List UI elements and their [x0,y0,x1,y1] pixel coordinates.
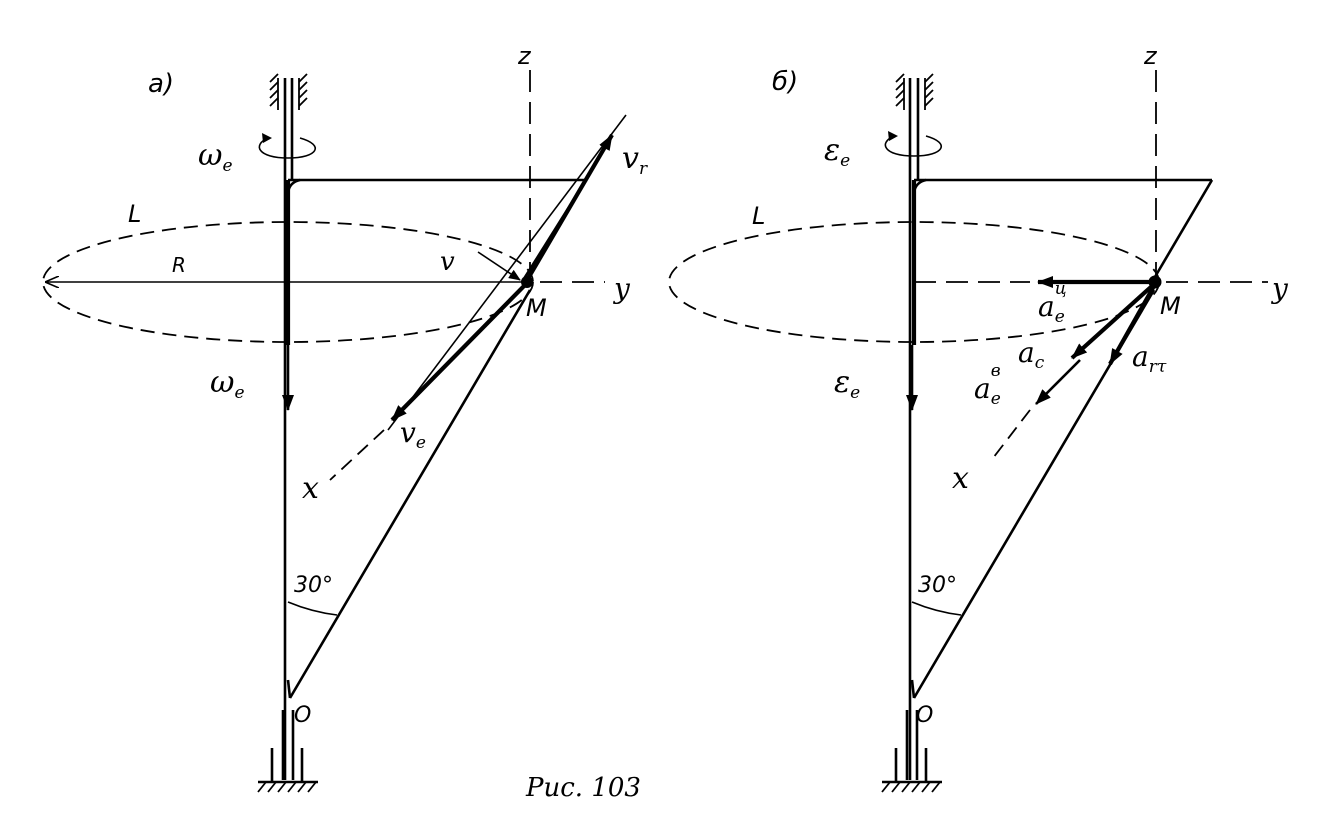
rotation-arrow-a [258,133,316,159]
angle-label-a: 30° [294,573,333,598]
panel-tag-a: а) [148,69,174,99]
x-axis-label-a: x [302,471,319,506]
point-m-label-a: M [526,294,547,322]
x-axis-a [329,429,385,481]
radius-label: R [172,253,186,277]
point-m-b [1148,275,1162,289]
v-vector [477,251,521,281]
tube-a [288,289,532,699]
aec-label: aeц [1038,279,1067,327]
art-label: arτ [1132,340,1167,377]
point-o-label-b: O [916,703,933,728]
bottom-bearing-b [881,710,942,793]
v-label: v [440,247,455,277]
point-o-label-a: O [294,703,311,728]
z-axis-label-b: z [1143,42,1158,70]
angle-label-b: 30° [918,573,957,598]
aev-label: aeв [974,361,1001,409]
angle-arc-b [911,601,962,616]
y-axis-label-b: y [1270,272,1289,305]
rotation-arrow-b [884,131,942,157]
ac-label: ac [1018,336,1045,373]
ve-label: ve [400,416,426,453]
panel-b: б) εe εe L aeц ac aeв arτ x y z M O 30° [668,42,1289,793]
z-axis-label-a: z [517,42,532,70]
angle-arc-a [287,601,338,616]
y-axis-label-a: y [612,272,631,305]
ac-vector [1070,284,1154,360]
art-vector [1108,284,1156,366]
curve-label-b: L [752,202,765,230]
top-bearing-a [269,73,308,110]
panel-tag-b: б) [772,67,798,97]
top-bearing-b [895,73,934,110]
omega-label-lower: ωe [210,365,245,403]
point-m-label-b: M [1160,292,1181,320]
curve-label-a: L [128,200,141,228]
x-axis-label-b: x [952,461,969,496]
aev-vector [1035,359,1081,405]
eps-label-top: εe [824,133,850,171]
point-m-a [521,276,533,288]
panel-a: а) ωe ωe L R v vr ve x y z M O 30° [42,42,648,793]
ve-vector [390,284,526,422]
figure-caption: Рис. 103 [525,773,641,803]
vr-vector [524,133,614,284]
bottom-bearing-a [257,710,318,793]
vr-label: vr [622,141,648,179]
eps-label-lower: εe [834,365,860,403]
omega-label-top: ωe [198,138,233,176]
x-axis-b [989,409,1031,463]
